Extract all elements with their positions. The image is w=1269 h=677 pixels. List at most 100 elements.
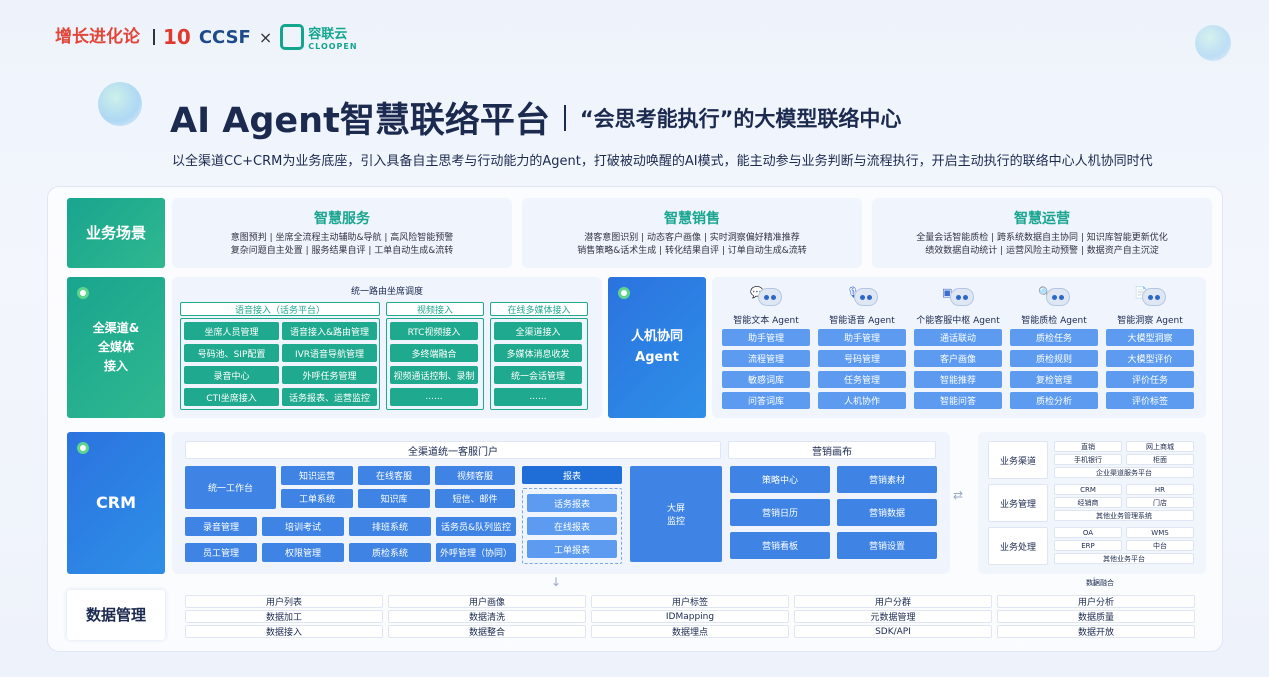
report-item: 在线报表 (527, 517, 617, 535)
channel-item: CTI坐席接入 (184, 388, 279, 406)
data-management-item: 用户画像 (388, 595, 586, 608)
data-management-item: 用户分群 (794, 595, 992, 608)
status-dot (77, 442, 89, 454)
scenario-line: 全量会话智能质检 | 跨系统数据自主协同 | 知识库智能更新优化 (916, 233, 1168, 243)
title-divider (563, 104, 566, 131)
system-footer: 其他业务管理系统 (1054, 510, 1194, 521)
channel-group-title: 视频接入 (386, 302, 484, 316)
agent-item: 智能问答 (914, 392, 1002, 409)
system-item: OA (1054, 527, 1122, 538)
reports-frame (522, 488, 622, 564)
robot-face-icon (758, 288, 782, 306)
crm-module: 录音管理 (185, 517, 257, 536)
data-fusion-label: 数据融合 (1086, 579, 1114, 587)
crm-module: 知识库 (358, 489, 430, 508)
channel-item: ...... (494, 388, 582, 406)
crm-module: 员工管理 (185, 543, 257, 562)
bigscreen-line: 大屏 (666, 504, 685, 514)
data-management-item: 用户标签 (591, 595, 789, 608)
channel-item: 话务报表、运营监控 (282, 388, 377, 406)
channel-item: 语音接入&路由管理 (282, 322, 377, 340)
label-line: 接入 (103, 359, 128, 374)
times-sign: × (258, 27, 273, 47)
agent-item: 大模型洞察 (1106, 329, 1194, 346)
agent-item: 质检任务 (1010, 329, 1098, 346)
agent-name: 智能语音 Agent (829, 316, 895, 326)
robot-face-icon (854, 288, 878, 306)
data-management-item: 元数据管理 (794, 610, 992, 623)
data-management-item: 用户分析 (997, 595, 1195, 608)
system-item: HR (1126, 484, 1194, 495)
marketing-item: 营销素材 (837, 466, 937, 493)
channel-item: 号码池、SIP配置 (184, 344, 279, 362)
marketing-item: 营销设置 (837, 532, 937, 559)
system-item: 手机银行 (1054, 454, 1122, 465)
agent-item: 智能推荐 (914, 371, 1002, 388)
agent-item: 助手管理 (818, 329, 906, 346)
crm-module: 工单系统 (281, 489, 353, 508)
agent-item: 人机协作 (818, 392, 906, 409)
channel-item: 坐席人员管理 (184, 322, 279, 340)
agent-item: 敏感词库 (722, 371, 810, 388)
channel-group-title: 在线多媒体接入 (490, 302, 588, 316)
bigscreen-line: 监控 (666, 517, 685, 527)
system-item: 经销商 (1054, 497, 1122, 508)
channel-item: 全渠道接入 (494, 322, 582, 340)
system-category: 业务管理 (988, 484, 1048, 522)
label-business-scenario: 业务场景 (67, 198, 165, 268)
marketing-item: 营销数据 (837, 499, 937, 526)
agent-name: 智能文本 Agent (733, 316, 799, 326)
agent-item: 客户画像 (914, 350, 1002, 367)
robot-face-icon (1142, 288, 1166, 306)
channel-item: 多终端融合 (390, 344, 478, 362)
bigscreen-monitor: 大屏监控 (630, 466, 722, 562)
system-item: 中台 (1126, 540, 1194, 551)
system-item: 直销 (1054, 441, 1122, 452)
crm-portal-title: 全渠道统一客服门户 (185, 441, 721, 459)
label-line: 全渠道& (92, 320, 140, 335)
data-management-item: 数据埋点 (591, 625, 789, 638)
ccsf-logo: CCSF (198, 26, 251, 48)
agent-name: 智能洞察 Agent (1117, 316, 1183, 326)
data-management-item: 数据加工 (185, 610, 383, 623)
scenario-card (172, 198, 512, 268)
crm-module: 排班系统 (349, 517, 431, 536)
cloopen-en: CLOOPEN (308, 42, 358, 51)
agent-item: 助手管理 (722, 329, 810, 346)
marketing-canvas-title: 营销画布 (728, 441, 936, 459)
label-line: 全媒体 (97, 339, 134, 354)
agent-item: 复检管理 (1010, 371, 1098, 388)
logo-separator (153, 29, 155, 45)
channel-item: 多媒体消息收发 (494, 344, 582, 362)
crm-workbench: 统一工作台 (185, 466, 276, 509)
agent-item: 质检分析 (1010, 392, 1098, 409)
system-item: 门店 (1126, 497, 1194, 508)
crm-module: 培训考试 (262, 517, 344, 536)
anniversary-logo: 10 (163, 25, 191, 49)
system-footer: 其他业务平台 (1054, 553, 1194, 564)
data-management-item: 数据清洗 (388, 610, 586, 623)
crm-module: 在线客服 (358, 466, 430, 485)
system-item: 网上商城 (1126, 441, 1194, 452)
agent-item: 通话联动 (914, 329, 1002, 346)
channel-group-title: 语音接入（话务平台） (180, 302, 380, 316)
data-management-item: 数据接入 (185, 625, 383, 638)
label-data-management: 数据管理 (67, 590, 165, 640)
label-line: 人机协同 (630, 328, 683, 344)
reports-title: 报表 (522, 466, 622, 484)
label-line: CRM (96, 493, 136, 513)
crm-module: 短信、邮件 (435, 489, 515, 508)
report-item: 工单报表 (527, 540, 617, 558)
channel-group-frame (386, 318, 484, 410)
robot-avatar: 💬 (750, 286, 784, 308)
scenario-title: 智慧销售 (664, 211, 720, 227)
scenario-line: 复杂问题自主处置 | 服务结果自评 | 工单自动生成&流转 (230, 246, 454, 256)
data-management-item: 用户列表 (185, 595, 383, 608)
agent-item: 问答词库 (722, 392, 810, 409)
monitor-icon: ▣ (942, 286, 953, 299)
channel-group-frame (180, 318, 380, 410)
system-item: WMS (1126, 527, 1194, 538)
page-title: AI Agent智慧联络平台 “会思考能执行”的大模型联络中心 (170, 92, 901, 143)
robot-avatar: ▣ (942, 286, 976, 308)
